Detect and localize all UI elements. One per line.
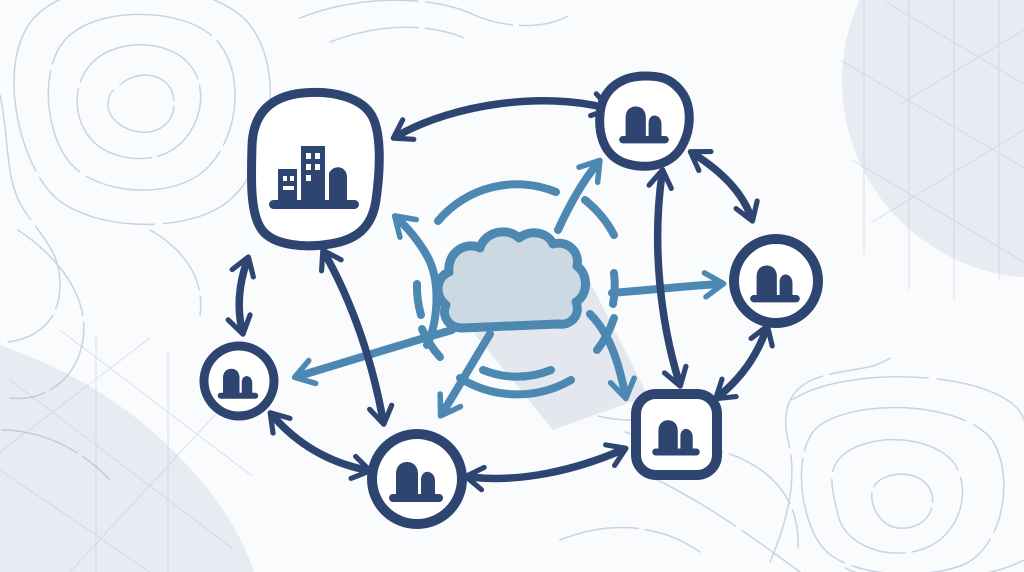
cloud-hub (433, 227, 590, 333)
connection-bottomright-bottomcenter (463, 442, 629, 493)
connection-arrows (225, 91, 775, 493)
node-branch-bottom-center (367, 429, 467, 529)
topographic-contours-bottom-right (559, 357, 1024, 572)
soft-blob-bottom-left (0, 345, 254, 572)
spoke-arrow-to-branch-bottom-center (437, 330, 494, 419)
topographic-contours-top-left (0, 0, 569, 481)
spoke-arrow-to-branch-bottom-right (586, 310, 637, 402)
connection-topright-bottomright (646, 167, 689, 389)
node-headquarters (246, 87, 384, 251)
node-branch-top-right (595, 71, 694, 171)
node-branch-left (199, 341, 279, 421)
soft-blob-top-right (842, 0, 1024, 278)
spoke-arrow-to-headquarters (391, 213, 441, 349)
connection-topright-right (687, 148, 760, 224)
connection-hq-topright (390, 91, 613, 142)
connection-hq-bottomcenter (318, 247, 395, 427)
connection-bottomcenter-left (267, 410, 373, 481)
connection-left-hq (225, 254, 256, 337)
node-branch-right (729, 234, 823, 328)
spoke-arrow-to-branch-top-right (554, 157, 603, 234)
cloud-icon (433, 227, 590, 333)
node-branch-bottom-right (631, 389, 722, 480)
connection-right-bottomright (713, 323, 775, 402)
network-nodes (199, 71, 823, 529)
